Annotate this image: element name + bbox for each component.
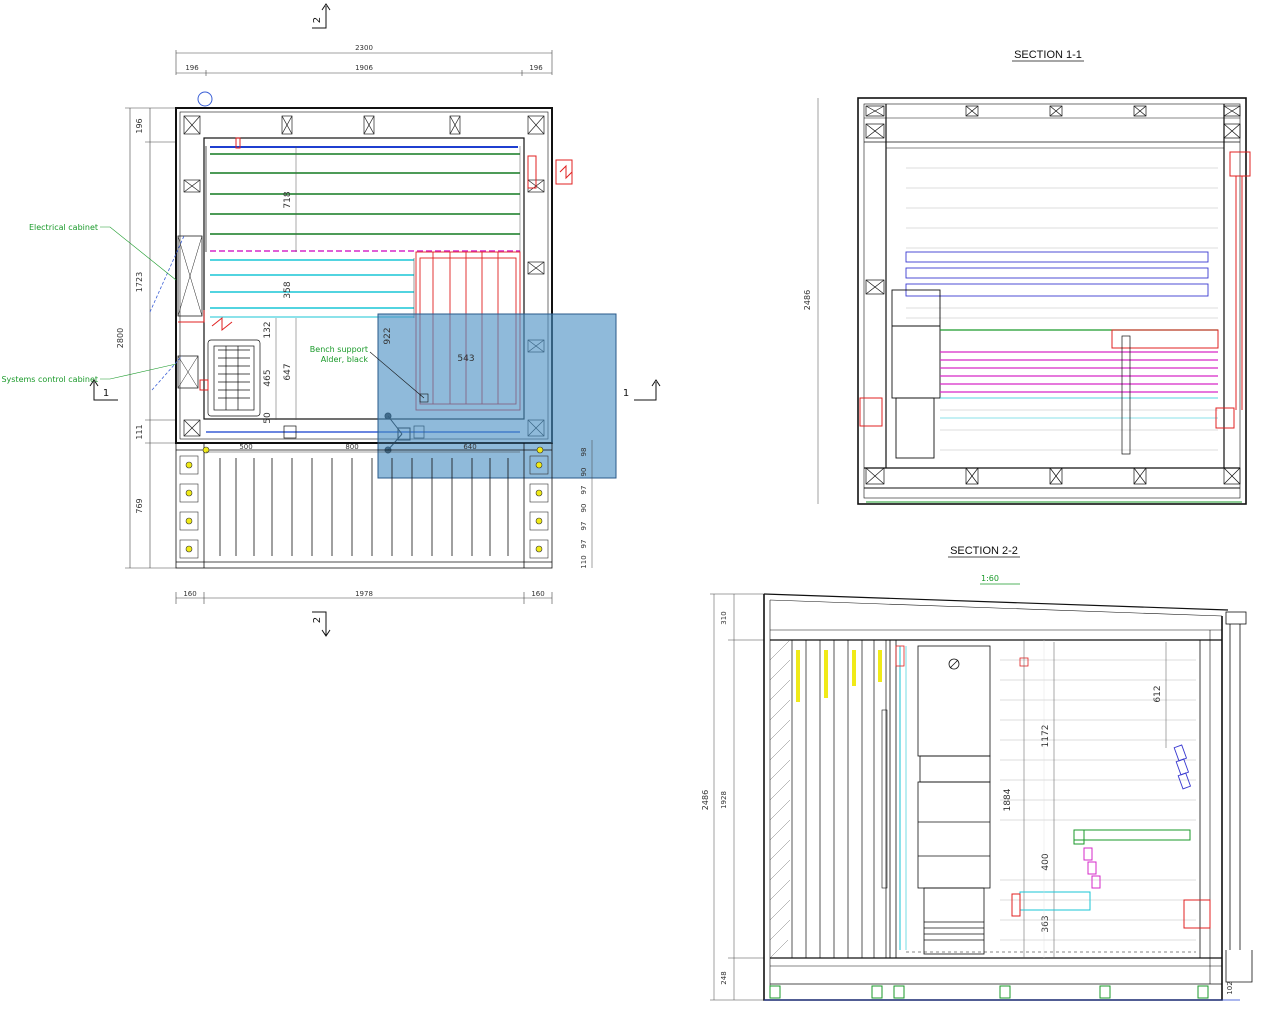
terrace-posts [179, 446, 549, 559]
svg-text:97: 97 [580, 540, 588, 549]
right-step-dims: 98 90 97 90 97 97 110 [580, 448, 588, 569]
section-mark-1-left [89, 379, 118, 401]
lower-bench-boards [210, 258, 415, 318]
section-2-downpipe [1225, 611, 1253, 983]
dim-wall-196: 196 [135, 118, 144, 133]
bench-support-sub-label: Alder, black [321, 355, 369, 364]
section-label-1-right: 1 [623, 388, 629, 399]
bench-support-label: Bench support [310, 345, 368, 354]
sauna-heater [207, 339, 261, 417]
svg-text:97: 97 [580, 522, 588, 531]
terrace-floor [175, 442, 553, 569]
section-2-bench-pillars [791, 639, 887, 959]
section-1-heater [891, 289, 941, 459]
svg-text:110: 110 [580, 555, 588, 568]
systems-control-cabinet-label: Systems control cabinet [1, 375, 98, 384]
section-1-height-dim: 2486 [803, 290, 812, 310]
svg-text:90: 90 [580, 504, 588, 513]
selection-overlay [377, 313, 617, 479]
ventilation-red [178, 137, 573, 391]
section-2-2: SECTION 2-2 1:60 2486 310 1928 248 [701, 545, 1253, 1001]
section-mark-2-bottom [312, 611, 331, 637]
sauna-inner-wall [203, 137, 525, 420]
dim-102: 102 [1226, 981, 1234, 994]
section-2-height-dim: 2486 [701, 790, 710, 810]
dim-overall-depth: 2800 [116, 328, 125, 348]
section-2-pillar-highlights [796, 650, 882, 702]
dim-132: 132 [263, 321, 273, 338]
dim-363: 363 [1041, 915, 1051, 932]
plan-top-dimensions [175, 50, 553, 76]
svg-text:97: 97 [580, 486, 588, 495]
dim-500: 500 [239, 443, 252, 451]
section-label-1-left: 1 [103, 388, 109, 399]
section-1-vents [859, 151, 1251, 429]
dim-465: 465 [263, 369, 273, 386]
section-2-title: SECTION 2-2 [950, 545, 1018, 557]
plan-left-dimensions [125, 107, 176, 569]
dim-1723: 1723 [135, 272, 144, 292]
dim-769: 769 [135, 498, 144, 513]
dim-358: 358 [283, 281, 293, 298]
section-2-lower-bench [1083, 847, 1101, 889]
dim-400: 400 [1041, 853, 1051, 870]
dim-640: 640 [463, 443, 476, 451]
dim-111: 111 [135, 424, 144, 439]
dim-612: 612 [1153, 685, 1163, 702]
dim-right-wall: 196 [529, 64, 543, 72]
dim-248: 248 [720, 971, 728, 984]
dim-1928: 1928 [720, 791, 728, 809]
sauna-outer-wall-inner-line [179, 111, 549, 440]
dim-543: 543 [457, 354, 474, 364]
section-label-2-bottom: 2 [312, 617, 323, 623]
section-label-2-top: 2 [312, 17, 323, 23]
dim-inner-width: 1906 [355, 64, 373, 72]
dim-1884: 1884 [1003, 788, 1013, 811]
section-1-wall-panels [906, 167, 1218, 451]
electrical-cabinet [177, 235, 203, 317]
dim-1172: 1172 [1041, 725, 1051, 748]
dim-left-wall: 196 [185, 64, 199, 72]
section-mark-1-right [634, 379, 661, 401]
dim-718: 718 [283, 191, 293, 208]
section-2-hatched-wall [769, 639, 791, 959]
electrical-cabinet-label: Electrical cabinet [29, 223, 98, 232]
dim-922: 922 [383, 327, 393, 344]
dim-50: 50 [263, 412, 273, 424]
section-1-studs [865, 105, 1241, 485]
dim-overall-width: 2300 [355, 44, 373, 52]
upper-bench-boards [205, 146, 521, 252]
dim-bottom-mid: 1978 [355, 590, 373, 598]
svg-text:98: 98 [580, 448, 588, 457]
section-1-1: SECTION 1-1 2486 [803, 49, 1251, 505]
section-2-wall-panels [1000, 659, 1196, 941]
section-1-lower-bench [940, 351, 1218, 393]
section-mark-2-top [312, 3, 331, 29]
systems-control-cabinet [177, 355, 199, 389]
section-1-title: SECTION 1-1 [1014, 49, 1082, 61]
section-2-heater [917, 645, 991, 955]
plan-view: 2300 196 1906 196 2 196 1723 111 769 280… [1, 3, 661, 637]
svg-text:90: 90 [580, 468, 588, 477]
section-2-foundation-blocks [769, 985, 1209, 999]
section-1-upper-bench [905, 251, 1209, 297]
dim-bottom-right: 160 [531, 590, 544, 598]
dim-800: 800 [345, 443, 358, 451]
dim-647: 647 [283, 363, 293, 380]
dim-bottom-left: 160 [183, 590, 196, 598]
dim-310: 310 [720, 611, 728, 624]
section-2-upper-bench [1173, 744, 1192, 790]
section-2-scale: 1:60 [981, 574, 999, 583]
chimney-icon [197, 91, 213, 107]
